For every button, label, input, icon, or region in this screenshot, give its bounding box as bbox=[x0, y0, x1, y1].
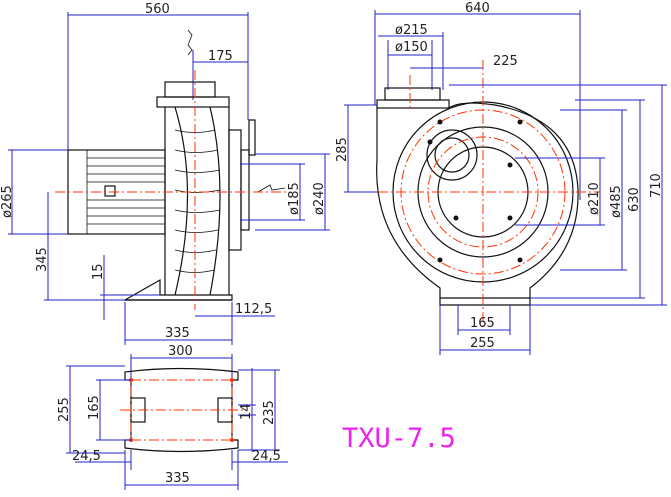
dim-inlet-inner: ø185 bbox=[287, 182, 302, 215]
dim-base-thickness: 15 bbox=[91, 263, 106, 280]
dim-housing-outer: 630 bbox=[627, 187, 642, 212]
dim-bolt-circle: ø210 bbox=[587, 182, 602, 215]
dim-outlet-height: 285 bbox=[335, 137, 350, 162]
dim-slot-width: 14 bbox=[239, 403, 254, 420]
dim-motor-diameter: ø265 bbox=[0, 185, 15, 218]
dim-outlet-offset-front: 225 bbox=[493, 54, 518, 69]
dim-edge-left: 24,5 bbox=[72, 449, 101, 464]
dim-width-right: 235 bbox=[262, 400, 277, 425]
dim-width-inner: 165 bbox=[87, 395, 102, 420]
dim-slot-span: 300 bbox=[168, 344, 193, 359]
dim-shaft-height: 345 bbox=[35, 247, 50, 272]
dim-outlet-outer: ø215 bbox=[395, 23, 428, 38]
base-view: 300 255 165 14 235 24,5 bbox=[57, 344, 288, 490]
dim-base-length: 335 bbox=[165, 326, 190, 341]
side-view: 560 175 bbox=[0, 2, 330, 345]
model-label: TXU-7.5 bbox=[342, 423, 456, 454]
dim-overall-height: 710 bbox=[649, 173, 664, 198]
dim-outlet-inner: ø150 bbox=[395, 40, 428, 55]
dim-base-view-length: 335 bbox=[165, 471, 190, 486]
dim-edge-right: 24,5 bbox=[252, 449, 281, 464]
front-view: 640 ø215 ø150 225 bbox=[335, 1, 667, 355]
dim-base-offset: 112,5 bbox=[235, 302, 272, 317]
dim-base-outer: 255 bbox=[470, 336, 495, 351]
dim-base-inner: 165 bbox=[470, 316, 495, 331]
dim-housing-inner: ø485 bbox=[609, 185, 624, 218]
motor-fins bbox=[87, 157, 165, 225]
dim-outlet-offset: 175 bbox=[208, 49, 233, 64]
dim-overall-length: 560 bbox=[145, 2, 170, 17]
dim-inlet-outer: ø240 bbox=[312, 182, 327, 215]
dim-overall-width: 640 bbox=[465, 1, 490, 16]
bolt-holes bbox=[427, 119, 523, 263]
dim-width-outer: 255 bbox=[57, 397, 72, 422]
